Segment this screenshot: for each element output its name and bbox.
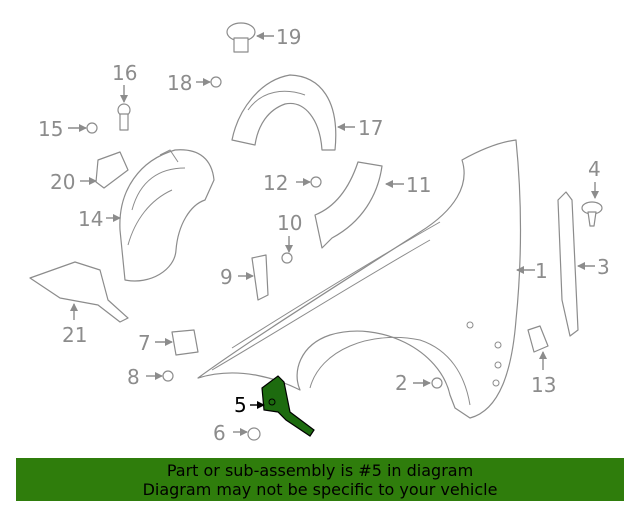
callout-5: 5 — [234, 393, 247, 417]
callout-19: 19 — [276, 25, 301, 49]
callout-17: 17 — [358, 116, 383, 140]
callout-2: 2 — [395, 371, 408, 395]
banner-line-2: Diagram may not be specific to your vehi… — [142, 480, 498, 499]
banner-line-1: Part or sub-assembly is #5 in diagram — [166, 461, 474, 480]
callout-10: 10 — [277, 211, 302, 235]
callout-11: 11 — [406, 173, 431, 197]
callout-3: 3 — [597, 255, 610, 279]
info-banner: Part or sub-assembly is #5 in diagram Di… — [16, 458, 624, 501]
callout-20: 20 — [50, 170, 75, 194]
callout-1: 1 — [535, 259, 548, 283]
leader-lines — [68, 32, 599, 436]
callout-18: 18 — [167, 71, 192, 95]
callout-21: 21 — [62, 323, 87, 347]
callout-labels: 1 2 3 4 5 6 7 8 9 10 11 12 13 14 15 16 1… — [38, 25, 610, 445]
callout-9: 9 — [220, 265, 233, 289]
fender-part-1 — [197, 139, 522, 419]
wheel-liner-part-14 — [119, 149, 215, 282]
strip-part-3 — [557, 191, 579, 337]
callout-8: 8 — [127, 365, 140, 389]
bracket-part-5 — [261, 375, 315, 437]
support-part-11 — [314, 161, 383, 249]
callout-12: 12 — [263, 171, 288, 195]
callout-15: 15 — [38, 117, 63, 141]
callout-16: 16 — [112, 61, 137, 85]
callout-6: 6 — [213, 421, 226, 445]
callout-14: 14 — [78, 207, 103, 231]
small-parts — [86, 22, 603, 441]
splash-shield-part-21 — [29, 261, 129, 323]
callout-13: 13 — [531, 373, 556, 397]
rear-liner-part-17 — [231, 74, 337, 151]
callout-4: 4 — [588, 157, 601, 181]
callout-7: 7 — [138, 331, 151, 355]
